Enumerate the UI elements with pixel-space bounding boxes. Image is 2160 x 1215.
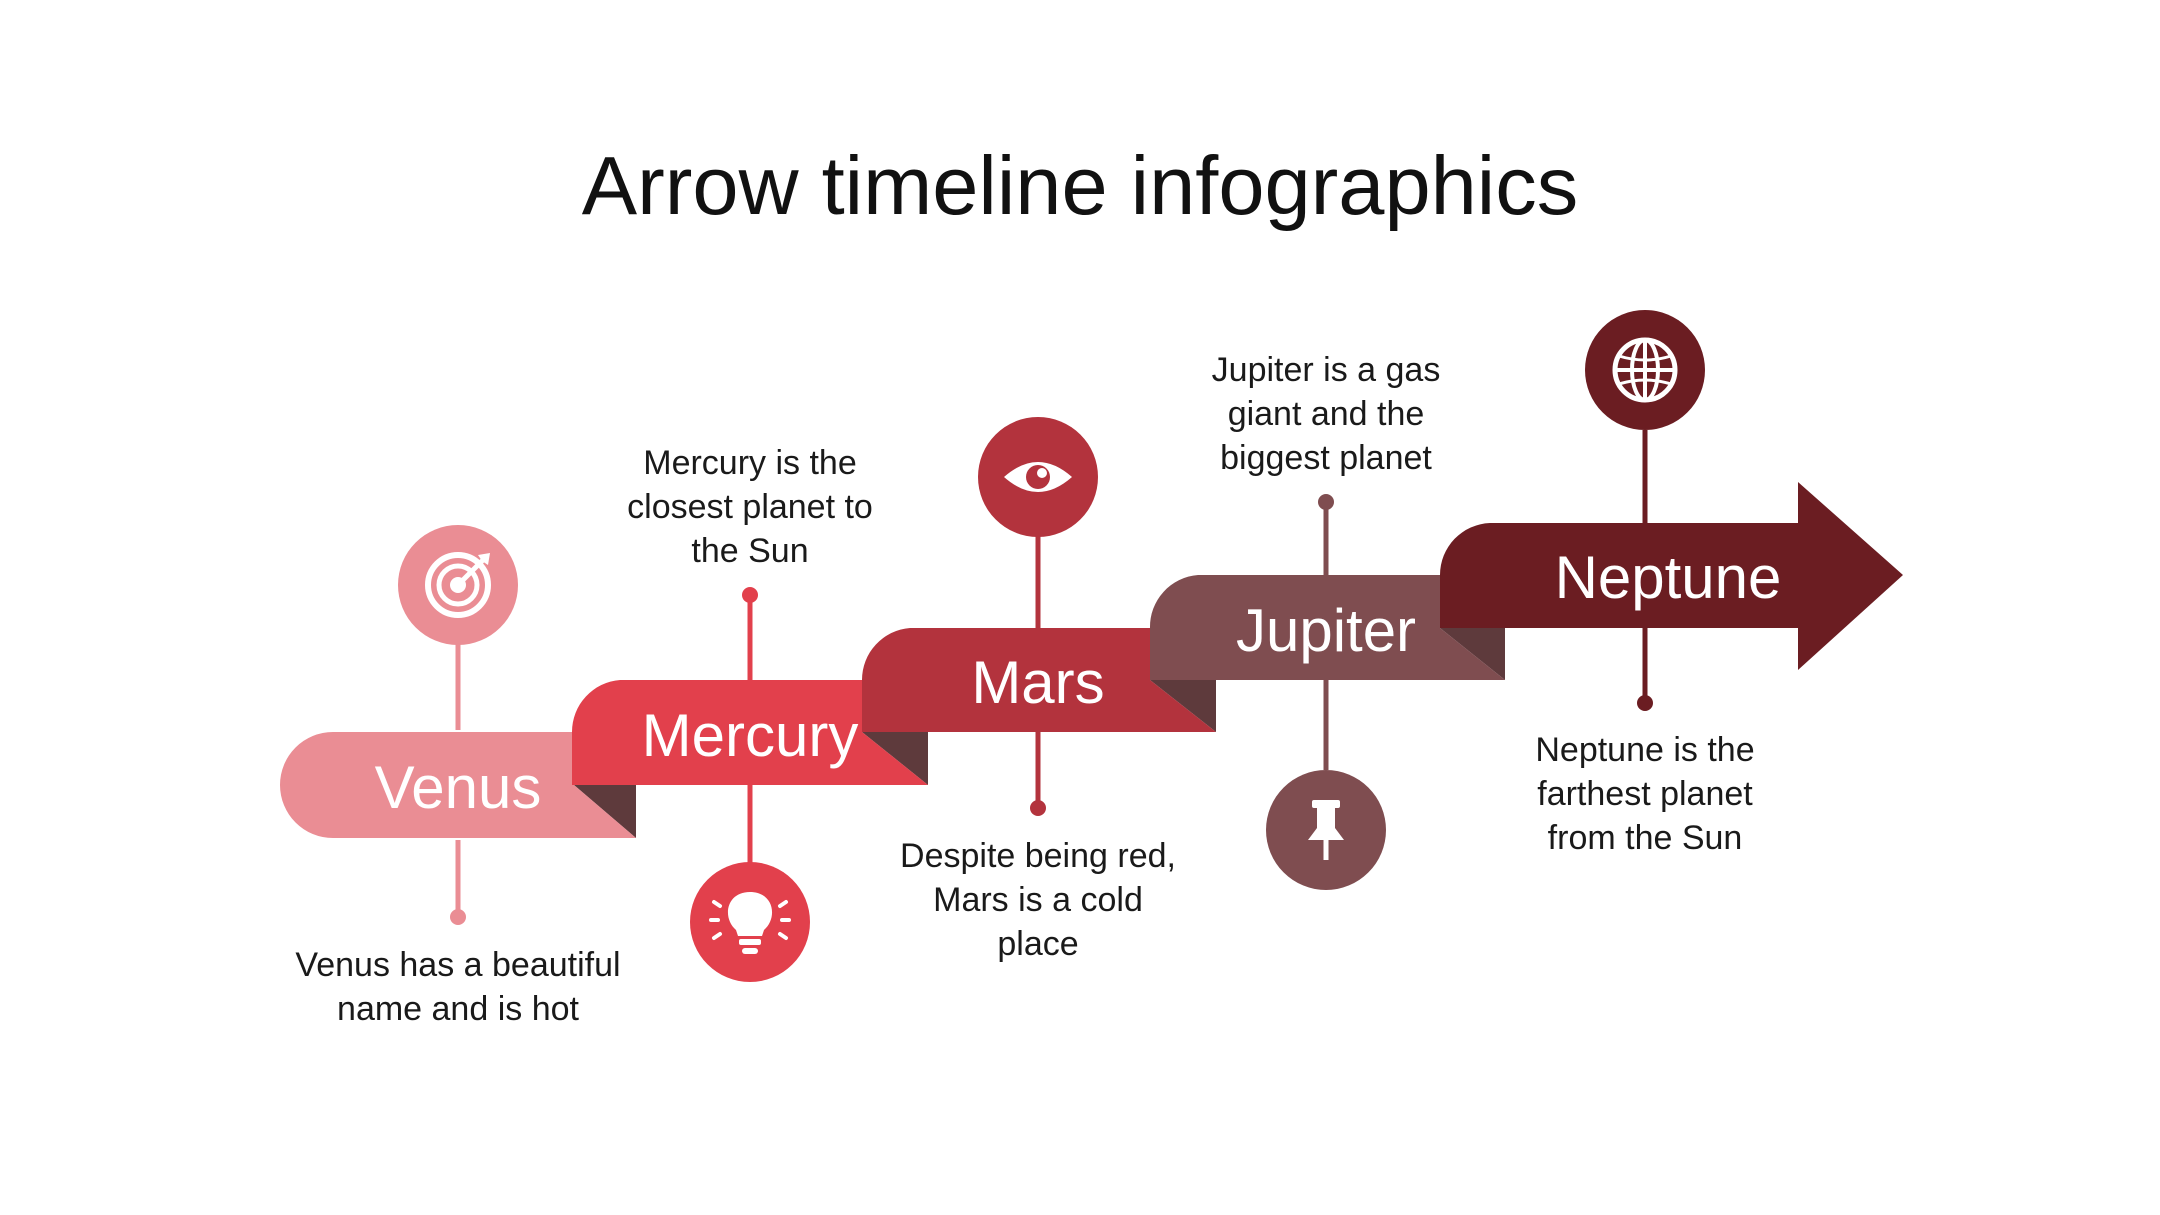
neptune-arrow	[1440, 482, 1903, 670]
mars-label: Mars	[971, 649, 1104, 716]
target-icon	[398, 525, 518, 645]
mercury-segment	[571, 680, 928, 785]
mercury-label: Mercury	[642, 702, 859, 769]
venus-connectors	[450, 640, 466, 925]
mars-segment	[861, 628, 1216, 732]
mars-connectors	[1030, 535, 1046, 816]
lightbulb-icon	[690, 862, 810, 982]
venus-segment	[280, 732, 636, 838]
globe-icon	[1585, 310, 1705, 430]
jupiter-label: Jupiter	[1236, 597, 1416, 664]
pushpin-icon	[1266, 770, 1386, 890]
neptune-label: Neptune	[1555, 544, 1782, 611]
eye-icon	[978, 417, 1098, 537]
mercury-description: Mercury is the closest planet to the Sun	[627, 444, 873, 570]
slide-title: Arrow timeline infographics	[581, 139, 1579, 232]
mars-description: Despite being red, Mars is a cold place	[900, 837, 1176, 963]
jupiter-description: Jupiter is a gas giant and the biggest p…	[1211, 351, 1441, 477]
venus-description: Venus has a beautiful name and is hot	[295, 946, 621, 1028]
neptune-description: Neptune is the farthest planet from the …	[1535, 731, 1755, 857]
jupiter-segment	[1149, 575, 1505, 680]
neptune-connectors	[1637, 430, 1653, 711]
venus-label: Venus	[375, 754, 542, 821]
mercury-connectors	[742, 587, 758, 870]
jupiter-connectors	[1318, 494, 1334, 770]
